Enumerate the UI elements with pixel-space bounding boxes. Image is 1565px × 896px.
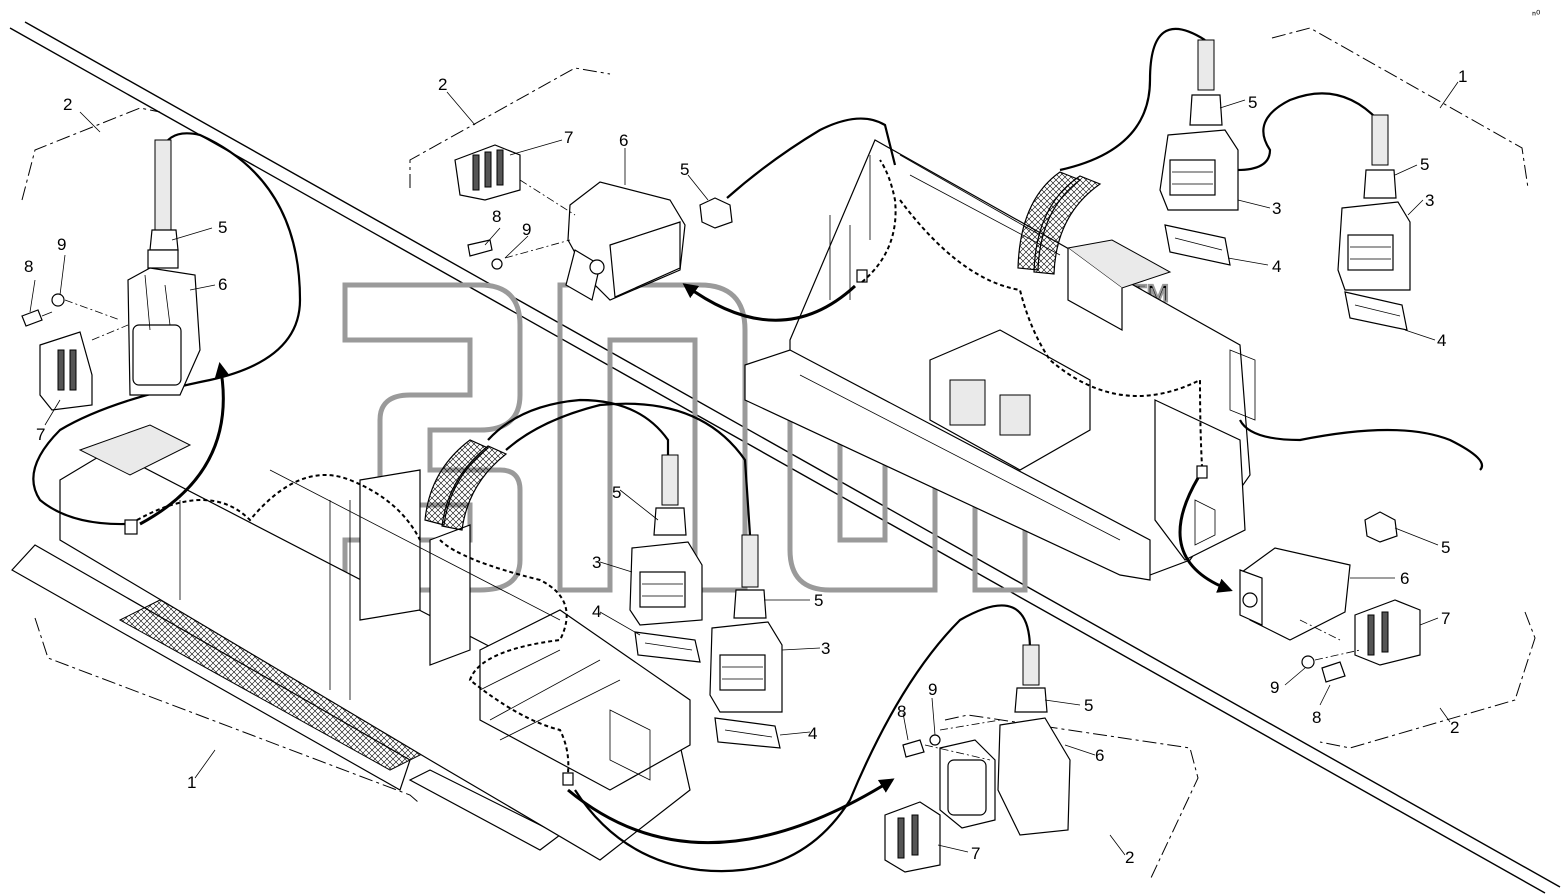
callout-9: 9 (928, 680, 937, 699)
machine-unit-lower (11, 424, 691, 861)
callout-7: 7 (36, 425, 45, 444)
callout-3: 3 (821, 639, 830, 658)
arrows (139, 283, 1233, 844)
callout-1: 1 (1458, 67, 1467, 86)
callout-7: 7 (971, 844, 980, 863)
callout-5: 5 (814, 591, 823, 610)
machine-unit-upper (744, 139, 1256, 581)
callout-5: 5 (612, 483, 621, 502)
cables (32, 27, 1483, 873)
callout-numbers: 2 5 6 8 9 7 2 7 6 5 8 9 1 5 5 3 3 4 4 5 … (24, 67, 1467, 867)
callout-3: 3 (1425, 191, 1434, 210)
callout-8: 8 (492, 207, 501, 226)
callout-5: 5 (218, 218, 227, 237)
connector-group-top-right (1159, 39, 1411, 331)
callout-4: 4 (808, 724, 817, 743)
callout-3: 3 (592, 553, 601, 572)
leader-lines (29, 81, 1459, 856)
callout-1: 1 (187, 773, 196, 792)
group-boundaries (21, 27, 1536, 881)
callout-6: 6 (1095, 746, 1104, 765)
diagonal-divider (9, 27, 1546, 894)
callout-5: 5 (680, 160, 689, 179)
callout-2: 2 (1125, 848, 1134, 867)
callout-5: 5 (1420, 155, 1429, 174)
connector-group-top-center (454, 144, 733, 301)
connector-group-top-left (21, 139, 201, 411)
callout-4: 4 (1272, 257, 1281, 276)
callout-8: 8 (1312, 708, 1321, 727)
connector-group-bottom (884, 644, 1071, 873)
callout-4: 4 (592, 602, 601, 621)
callout-5: 5 (1248, 93, 1257, 112)
callout-6: 6 (1400, 569, 1409, 588)
callout-9: 9 (57, 235, 66, 254)
callout-8: 8 (897, 702, 906, 721)
callout-9: 9 (522, 220, 531, 239)
callout-7: 7 (1441, 609, 1450, 628)
callout-9: 9 (1270, 678, 1279, 697)
connector-group-bottom-center (629, 454, 783, 749)
callout-5: 5 (1084, 696, 1093, 715)
callout-2: 2 (1450, 718, 1459, 737)
callout-3: 3 (1272, 199, 1281, 218)
callout-5: 5 (1441, 538, 1450, 557)
callout-6: 6 (619, 131, 628, 150)
callout-7: 7 (564, 128, 573, 147)
callout-4: 4 (1437, 331, 1446, 350)
callout-8: 8 (24, 257, 33, 276)
callout-2: 2 (438, 75, 447, 94)
connector-group-bottom-right (1239, 511, 1421, 683)
callout-6: 6 (218, 275, 227, 294)
corner-mark: ⁿ⁰ (1532, 9, 1541, 21)
callout-2: 2 (63, 95, 72, 114)
